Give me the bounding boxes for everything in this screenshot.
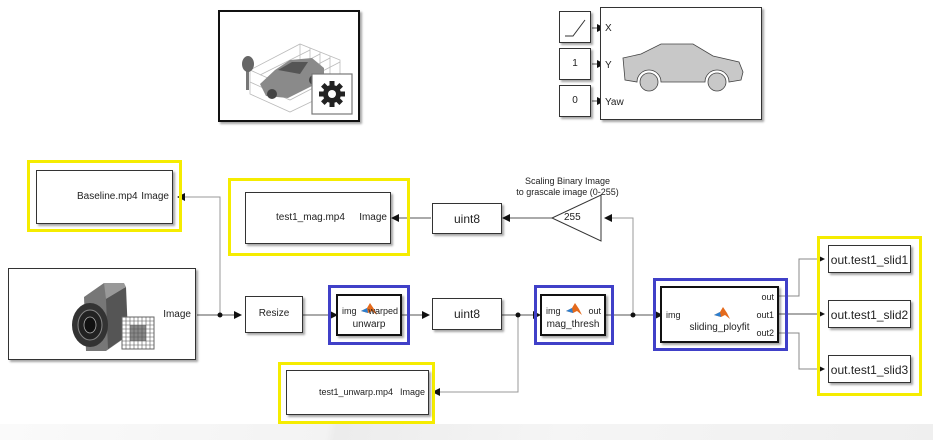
mag-filename: test1_mag.mp4 xyxy=(276,212,345,223)
vehicle-block[interactable]: X Y Yaw xyxy=(600,7,762,120)
output-block-slid3[interactable]: out.test1_slid3 xyxy=(828,355,911,383)
constant-y-block[interactable]: 1 xyxy=(559,48,591,80)
highlight-mag-writer xyxy=(228,178,410,256)
branch-point xyxy=(515,312,521,318)
port-x-label: X xyxy=(605,23,612,34)
camera-icon xyxy=(72,283,155,351)
unwarp-function-block[interactable]: img warped unwarp xyxy=(336,294,402,336)
branch-point xyxy=(217,312,223,318)
uint8-convert-top[interactable]: uint8 xyxy=(432,203,502,234)
highlight-mag-thresh xyxy=(534,285,614,345)
branch-point xyxy=(630,312,636,318)
sliding-name: sliding_ployfit xyxy=(689,322,750,333)
uint8-middle-label: uint8 xyxy=(453,307,481,321)
mag-thresh-in-port: img xyxy=(546,306,561,316)
output-slid1-label: out.test1_slid1 xyxy=(830,253,909,267)
highlight-sliding xyxy=(653,278,788,351)
port-y-label: Y xyxy=(605,60,612,71)
camera-port-label: Image xyxy=(163,309,191,320)
canvas-bottom-band xyxy=(0,424,933,440)
sliding-in-port: img xyxy=(666,310,681,320)
unwarp-video-writer[interactable]: test1_unwarp.mp4 Image xyxy=(286,370,429,415)
sliding-ployfit-function-block[interactable]: img out out1 out2 sliding_ployfit xyxy=(660,286,779,343)
camera-block[interactable]: Image xyxy=(8,268,196,360)
mag-thresh-name: mag_thresh xyxy=(546,319,600,330)
resize-block[interactable]: Resize xyxy=(245,296,303,333)
baseline-filename: Baseline.mp4 xyxy=(77,191,138,202)
output-slid2-label: out.test1_slid2 xyxy=(830,308,909,322)
constant-yaw-value: 0 xyxy=(572,95,578,106)
output-block-slid2[interactable]: out.test1_slid2 xyxy=(828,300,911,328)
gain-annotation-line1: Scaling Binary Image xyxy=(524,176,611,186)
unwarp-in-port: img xyxy=(342,306,357,316)
matlab-logo-icon xyxy=(361,303,377,315)
sliding-out-port: out xyxy=(761,292,774,302)
gain-annotation: Scaling Binary Image to grascale image (… xyxy=(500,176,635,198)
parking-car-gear-icon xyxy=(242,43,353,115)
port-yaw-label: Yaw xyxy=(605,97,624,108)
ramp-block[interactable] xyxy=(559,11,591,43)
sliding-out1-port: out1 xyxy=(756,310,774,320)
ramp-icon xyxy=(565,19,586,37)
mag-port-label: Image xyxy=(359,212,387,223)
uint8-convert-middle[interactable]: uint8 xyxy=(432,298,502,330)
highlight-unwarp-writer xyxy=(278,362,435,424)
mag-thresh-function-block[interactable]: img out mag_thresh xyxy=(540,294,606,336)
output-slid3-label: out.test1_slid3 xyxy=(830,363,909,377)
constant-yaw-block[interactable]: 0 xyxy=(559,85,591,117)
highlight-baseline xyxy=(27,160,182,232)
matlab-logo-icon xyxy=(714,307,730,319)
wire-uint8-unwarpwriter[interactable] xyxy=(432,315,519,396)
wire-out-slid1[interactable] xyxy=(779,255,825,297)
unwarp-out-port: warped xyxy=(368,306,398,316)
mag-video-writer[interactable]: test1_mag.mp4 Image xyxy=(245,192,391,244)
scenario-block[interactable] xyxy=(218,10,360,122)
matlab-logo-icon xyxy=(566,303,582,315)
baseline-video-writer[interactable]: Baseline.mp4 Image xyxy=(36,170,173,224)
mag-thresh-out-port: out xyxy=(588,306,601,316)
unwarp-name: unwarp xyxy=(352,319,386,330)
car-silhouette-icon xyxy=(622,43,744,92)
unwarp-writer-port-label: Image xyxy=(399,387,425,397)
wire-out2-slid3[interactable] xyxy=(779,332,825,373)
wire-camera-baseline[interactable] xyxy=(177,193,221,315)
baseline-port-label: Image xyxy=(141,191,169,202)
highlight-unwarp xyxy=(328,285,410,345)
unwarp-writer-filename: test1_unwarp.mp4 xyxy=(319,387,394,397)
constant-y-value: 1 xyxy=(572,58,578,69)
gain-value: 255 xyxy=(564,212,581,223)
uint8-top-label: uint8 xyxy=(453,212,481,226)
gain-annotation-line2: to grascale image (0-255) xyxy=(516,187,619,197)
highlight-outputs xyxy=(817,236,922,396)
output-block-slid1[interactable]: out.test1_slid1 xyxy=(828,245,911,273)
sliding-out2-port: out2 xyxy=(756,328,774,338)
resize-label: Resize xyxy=(258,308,290,319)
gain-block-shape[interactable] xyxy=(550,194,602,242)
wire-magthresh-gain[interactable] xyxy=(604,214,634,315)
